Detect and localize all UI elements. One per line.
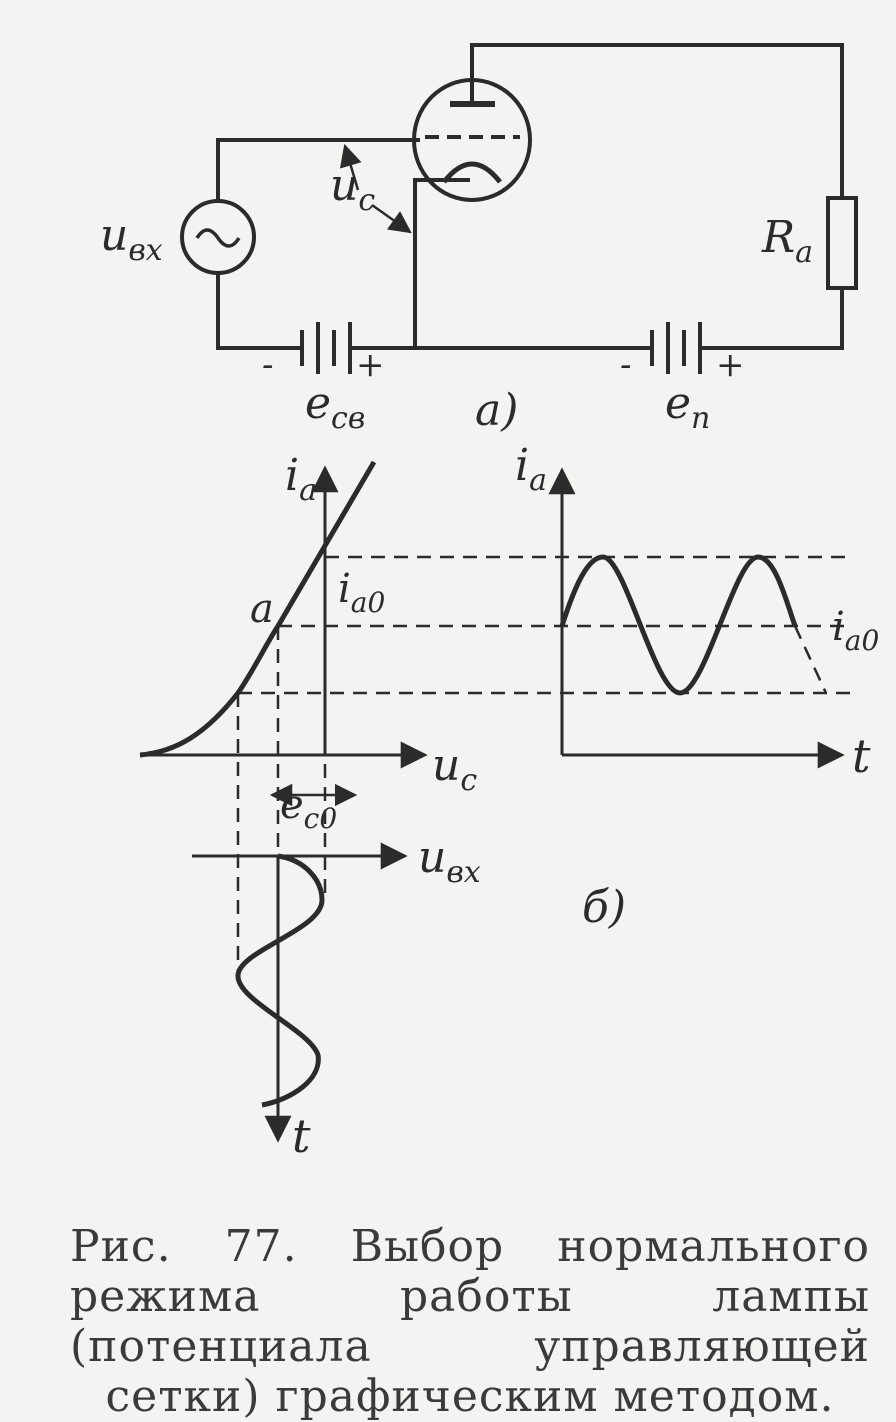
grid-wire [216,138,420,202]
label-e-cv: eсв [305,378,365,436]
vacuum-tube [412,78,532,202]
label-point-a: a [250,586,274,632]
anode-battery [650,322,702,374]
label-ia-left: ia [285,450,317,508]
label-ia0-left: ia0 [338,566,385,619]
bottom-left-wire [216,272,302,350]
ac-source [180,199,256,275]
grid-battery [300,322,352,374]
projection-lines [236,555,850,975]
label-u-in: uвх [100,210,163,268]
anode-wire [470,43,844,198]
cathode-wire [413,178,470,348]
load-resistor [826,196,858,290]
label-ia0-right: ia0 [832,604,879,657]
uc-arrow-cathode [371,203,412,234]
resistor-lower-wire [700,288,844,350]
label-e-p: eп [665,378,710,436]
input-wave [235,853,325,1108]
label-t-down: t [292,1109,311,1163]
transfer-characteristic [139,460,428,807]
anode-current-graph [548,467,845,769]
label-plus-anode-battery: + [716,345,745,385]
uc-arrow-grid [339,143,362,191]
input-signal-graph [192,842,408,1143]
label-u-in-axis: uвх [418,832,481,890]
label-minus-anode-battery: - [620,345,632,385]
figure-caption: Рис. 77. Выбор нормального режима работы… [70,1221,870,1422]
label-part-b: б) [582,882,626,933]
anode-current-wave [559,554,798,696]
label-ia-right: ia [515,440,547,498]
label-minus-grid-battery: - [262,345,274,385]
label-uc-axis: uc [432,740,477,798]
label-u-c: uc [330,160,375,218]
label-t-right: t [852,729,871,783]
label-plus-grid-battery: + [356,345,385,385]
characteristic-curve [139,460,377,758]
label-r-a: Ra [761,212,813,270]
label-part-a: a) [475,385,518,436]
circuit-schematic [180,43,858,374]
label-ec0: ec0 [280,782,337,835]
